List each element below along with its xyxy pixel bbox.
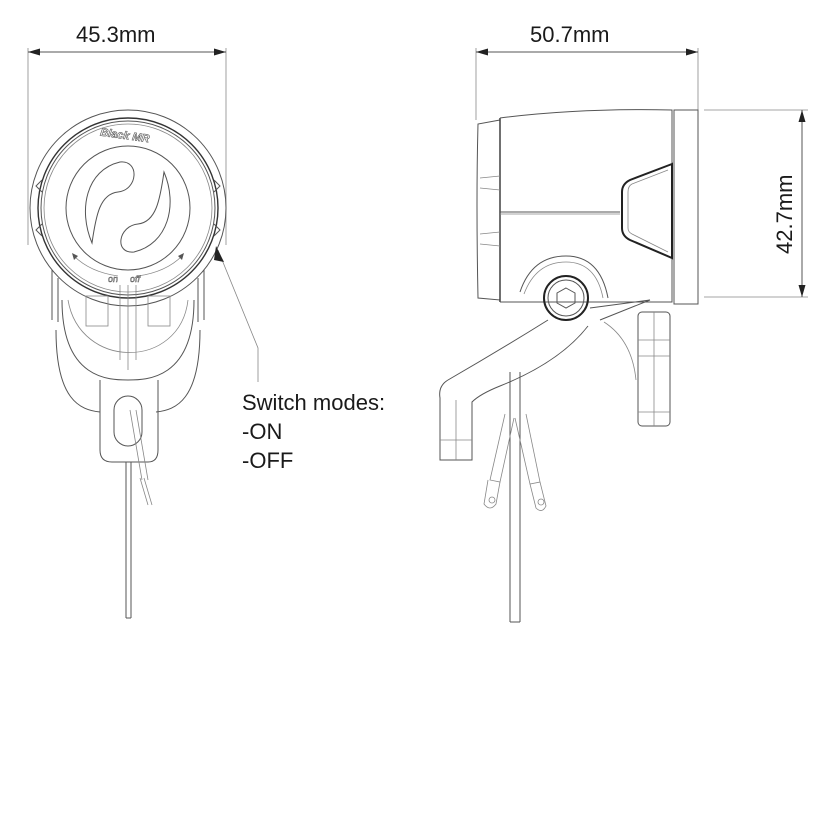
side-height-dimension <box>704 109 808 298</box>
side-view <box>439 48 808 623</box>
front-width-label: 45.3mm <box>76 22 156 47</box>
wires <box>483 372 547 623</box>
side-length-dimension <box>475 48 699 120</box>
hex-bolt-icon <box>556 287 576 309</box>
side-length-label: 50.7mm <box>530 22 610 47</box>
front-bezel <box>673 109 699 305</box>
front-view <box>27 48 227 619</box>
mode-off: -OFF <box>242 448 294 473</box>
switch-cap <box>476 119 501 301</box>
mount-tab <box>99 380 159 463</box>
switch-on-label: on <box>108 274 119 285</box>
mount-arm <box>439 319 589 461</box>
side-height-label: 42.7mm <box>772 174 797 254</box>
mount-slot <box>113 395 143 447</box>
mode-on: -ON <box>242 419 283 444</box>
pivot-bolt <box>519 255 609 321</box>
switch-modes-callout: Switch modes: -ON -OFF <box>242 388 385 475</box>
switch-callout-leader <box>214 246 259 382</box>
swirl-logo-icon <box>85 161 171 253</box>
switch-off-label: off <box>130 274 141 285</box>
callout-title: Switch modes: <box>242 390 386 415</box>
lens-ring <box>65 145 191 271</box>
housing-body <box>499 109 673 303</box>
side-lens-window <box>621 162 673 260</box>
